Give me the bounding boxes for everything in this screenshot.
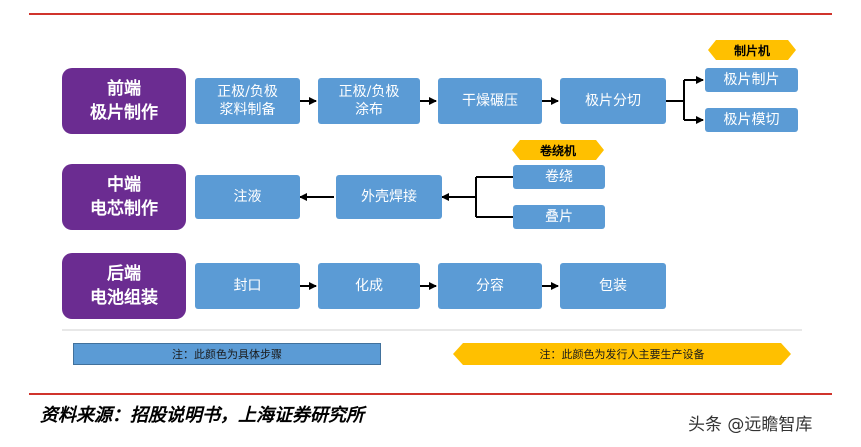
legend-step-note: 注：此颜色为具体步骤 — [73, 343, 381, 365]
stage-back-line1: 后端 — [107, 264, 141, 284]
step-coating-line1: 正极/负极 — [338, 84, 400, 100]
step-die-cutting: 极片模切 — [705, 108, 798, 132]
step-injection-label: 注液 — [233, 189, 262, 205]
step-drying-rolling-label: 干燥碾压 — [462, 93, 518, 109]
step-case-welding: 外壳焊接 — [336, 175, 442, 219]
legend-equipment-note-text: 注：此颜色为发行人主要生产设备 — [539, 348, 705, 361]
step-formation-label: 化成 — [355, 278, 383, 294]
legend-step-note-text: 注：此颜色为具体步骤 — [172, 348, 282, 361]
step-sheet-cutting-label: 极片制片 — [723, 72, 780, 88]
step-winding-label: 卷绕 — [545, 169, 573, 185]
stage-middle-line2: 电芯制作 — [90, 199, 158, 219]
step-slitting: 极片分切 — [560, 78, 666, 124]
step-sealing: 封口 — [195, 263, 300, 309]
step-coating: 正极/负极 涂布 — [318, 78, 420, 124]
legend-equipment-note: 注：此颜色为发行人主要生产设备 — [453, 343, 791, 365]
step-sealing-label: 封口 — [233, 278, 262, 294]
stage-front-line1: 前端 — [107, 79, 141, 99]
bottom-rule — [29, 393, 832, 395]
stage-front: 前端 极片制作 — [62, 68, 186, 134]
step-stacking: 叠片 — [513, 205, 605, 229]
step-case-welding-label: 外壳焊接 — [361, 189, 417, 205]
source-caption: 资料来源：招股说明书，上海证券研究所 — [40, 405, 364, 426]
step-winding: 卷绕 — [513, 165, 605, 189]
top-rule — [29, 13, 832, 15]
stage-front-line2: 极片制作 — [90, 103, 158, 123]
equipment-winding-machine: 卷绕机 — [512, 140, 604, 160]
step-grading-label: 分容 — [476, 278, 504, 294]
step-coating-line2: 涂布 — [355, 102, 383, 118]
step-slurry-prep-line1: 正极/负极 — [217, 84, 278, 100]
step-packing: 包装 — [560, 263, 666, 309]
stage-back: 后端 电池组装 — [62, 253, 186, 319]
step-slurry-prep: 正极/负极 浆料制备 — [195, 78, 300, 124]
step-stacking-label: 叠片 — [545, 209, 573, 225]
step-grading: 分容 — [438, 263, 542, 309]
watermark: 头条 @远瞻智库 — [688, 415, 813, 435]
equipment-sheet-machine: 制片机 — [708, 40, 796, 60]
stage-back-line2: 电池组装 — [90, 288, 158, 308]
step-packing-label: 包装 — [599, 278, 627, 294]
step-drying-rolling: 干燥碾压 — [438, 78, 542, 124]
step-formation: 化成 — [318, 263, 420, 309]
step-slurry-prep-line2: 浆料制备 — [219, 102, 276, 118]
step-sheet-cutting: 极片制片 — [705, 68, 798, 92]
equipment-sheet-machine-label: 制片机 — [733, 43, 770, 58]
step-injection: 注液 — [195, 175, 300, 219]
step-slitting-label: 极片分切 — [585, 93, 641, 109]
stage-middle: 中端 电芯制作 — [62, 164, 186, 230]
stage-middle-line1: 中端 — [107, 175, 141, 195]
step-die-cutting-label: 极片模切 — [723, 112, 780, 128]
equipment-winding-machine-label: 卷绕机 — [539, 143, 576, 158]
